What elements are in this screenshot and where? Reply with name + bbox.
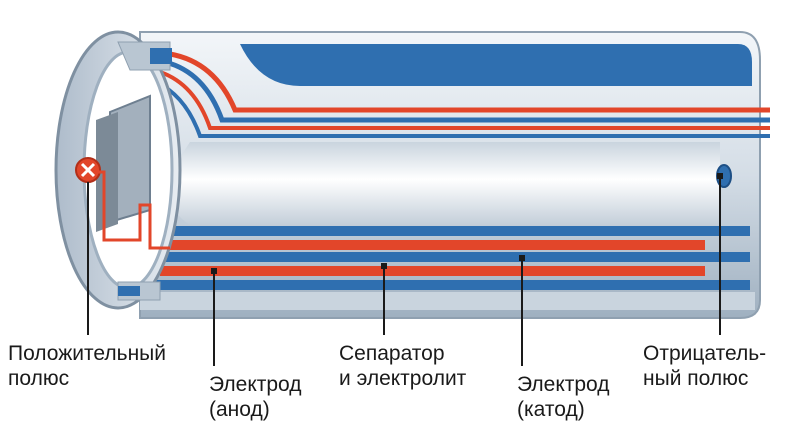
lower-blue-stripe-2	[150, 252, 750, 262]
positive-tab-wire	[96, 170, 170, 250]
battery-core	[170, 142, 720, 225]
outer-blue-stripe	[240, 44, 752, 86]
label-separator-line1: Сепаратор	[339, 342, 445, 365]
label-anode-line1: Электрод	[209, 373, 302, 396]
wound-layer-top-blue-1	[164, 59, 770, 123]
wound-layer-top-red-2	[159, 70, 770, 130]
cap-seal-bottom-blue	[118, 286, 140, 296]
label-negative-pole: Отрицатель- ный полюс	[643, 341, 766, 391]
label-anode: Электрод (анод)	[209, 372, 302, 422]
leader-separator-dot	[381, 263, 387, 269]
label-cathode: Электрод (катод)	[517, 372, 610, 422]
leader-cathode-dot	[519, 255, 525, 261]
leader-anode-dot	[211, 268, 217, 274]
label-cathode-line1: Электрод	[517, 373, 610, 396]
lower-blue-stripe-1	[150, 226, 750, 236]
wound-layer-top-red-1	[169, 51, 770, 113]
lower-red-stripe-2	[160, 266, 705, 276]
cap-seal-blue	[150, 48, 172, 64]
lower-red-stripe-1	[160, 240, 705, 250]
label-separator: Сепаратор и электролит	[339, 341, 466, 391]
bottom-shell-edge	[140, 292, 755, 310]
label-separator-line2: и электролит	[339, 367, 467, 390]
positive-plus-icon	[80, 162, 96, 178]
leader-negative-dot	[717, 173, 723, 179]
label-negative-pole-line2: ный полюс	[643, 367, 749, 390]
label-cathode-line2: (катод)	[517, 398, 585, 421]
label-anode-line2: (анод)	[209, 398, 270, 421]
terminal-block-dark	[96, 112, 118, 232]
label-negative-pole-line1: Отрицатель-	[643, 342, 767, 365]
lower-blue-stripe-3	[150, 280, 750, 290]
label-positive-pole: Положительный полюс	[8, 341, 166, 391]
label-positive-pole-line1: Положительный	[8, 342, 167, 365]
label-positive-pole-line2: полюс	[8, 367, 70, 390]
